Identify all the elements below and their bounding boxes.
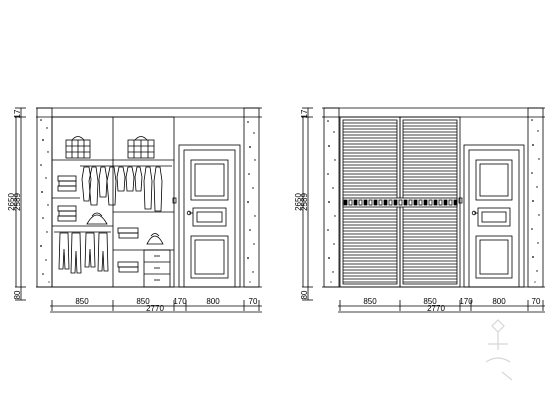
dim-17: 17 — [300, 109, 309, 118]
band-tile — [438, 199, 443, 206]
dim-2589: 2589 — [300, 193, 309, 211]
band-tile — [343, 199, 348, 206]
band-tile — [368, 199, 373, 206]
dim-17: 17 — [13, 109, 22, 118]
right-dimension-labels: 17 2650 2589 80 850 850 170 800 70 2770 — [294, 109, 541, 313]
hanging-clothes — [81, 166, 163, 212]
dim-850-b: 850 — [136, 297, 150, 306]
dim-170: 170 — [459, 297, 473, 306]
room-door — [463, 144, 525, 288]
hanging-trousers — [58, 232, 109, 274]
dim-850-a: 850 — [75, 297, 89, 306]
band-tile — [428, 199, 433, 206]
band-tile — [403, 199, 408, 206]
concrete-hatch — [327, 119, 540, 283]
right-elevation — [302, 107, 545, 313]
left-wall-section — [323, 107, 340, 288]
horizontal-dimension-chain — [50, 300, 262, 313]
band-tile — [398, 199, 403, 206]
band-tile — [448, 199, 453, 206]
left-wall-section — [36, 107, 53, 288]
band-tile — [388, 199, 393, 206]
band-tile — [423, 199, 428, 206]
dim-800: 800 — [206, 297, 220, 306]
band-tile — [453, 199, 458, 206]
dim-2589: 2589 — [13, 193, 22, 211]
storage-basket-right — [127, 136, 155, 159]
dim-80: 80 — [300, 290, 309, 299]
left-dimension-labels: 17 2650 2589 80 850 850 170 800 70 2770 — [7, 109, 258, 313]
concrete-hatch — [40, 119, 256, 283]
dim-70: 70 — [532, 297, 541, 306]
light-switch — [458, 197, 463, 204]
band-tile — [413, 199, 418, 206]
band-tile — [433, 199, 438, 206]
right-wall-section — [527, 107, 544, 288]
dim-800: 800 — [492, 297, 506, 306]
band-tile — [358, 199, 363, 206]
decorative-band — [342, 197, 458, 208]
dim-total-2770: 2770 — [146, 304, 164, 313]
dim-2650: 2650 — [294, 193, 303, 211]
storage-basket-left — [65, 136, 91, 159]
vertical-dimension-chain — [15, 107, 26, 301]
right-column-storage — [113, 211, 174, 288]
watermark-logo — [485, 319, 513, 381]
dim-170: 170 — [173, 297, 187, 306]
band-tile — [443, 199, 448, 206]
dim-850-b: 850 — [423, 297, 437, 306]
dim-70: 70 — [249, 297, 258, 306]
dim-2650: 2650 — [7, 193, 16, 211]
band-tile — [363, 199, 368, 206]
band-tile — [393, 199, 398, 206]
dim-total-2770: 2770 — [427, 304, 445, 313]
left-elevation — [15, 107, 262, 313]
dim-80: 80 — [13, 290, 22, 299]
handbag-right — [146, 233, 164, 245]
band-tile — [383, 199, 388, 206]
dim-850-a: 850 — [363, 297, 377, 306]
folded-clothes-left — [52, 175, 113, 227]
band-tile — [353, 199, 358, 206]
band-tile — [408, 199, 413, 206]
room-door — [178, 144, 241, 288]
vertical-dimension-chain — [302, 107, 313, 301]
band-tile — [418, 199, 423, 206]
handbag-left — [86, 212, 108, 225]
horizontal-dimension-chain — [338, 300, 545, 313]
band-tile — [373, 199, 378, 206]
band-tile — [378, 199, 383, 206]
band-tile — [348, 199, 353, 206]
louver-slats — [343, 122, 457, 283]
light-switch — [172, 197, 177, 204]
right-wall-section — [243, 107, 260, 288]
